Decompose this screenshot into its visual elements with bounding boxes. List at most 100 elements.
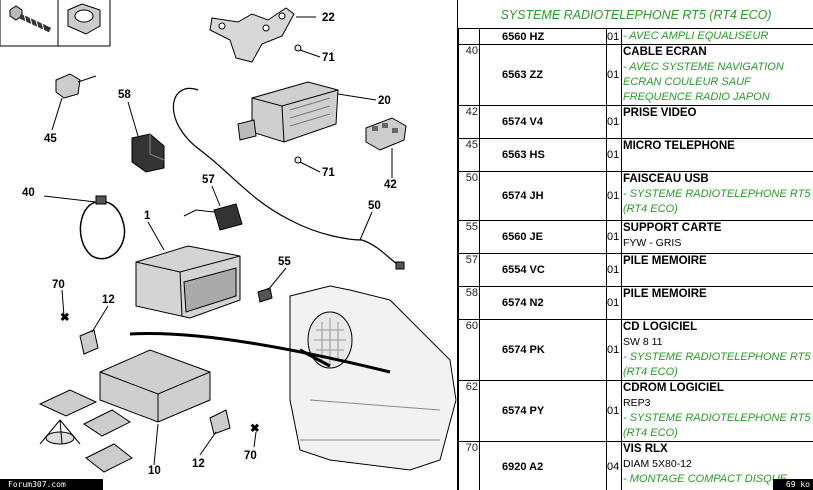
- part-code[interactable]: 6574 PY: [479, 380, 607, 442]
- callout-70-left: 70: [52, 279, 65, 291]
- callout-1: 1: [144, 210, 151, 222]
- part-memory-battery-58: [131, 133, 165, 173]
- panel-title: SYSTEME RADIOTELEPHONE RT5 (RT4 ECO): [500, 8, 772, 22]
- callout-71-top: 71: [322, 52, 335, 64]
- part-description: SUPPORT CARTE FYW - GRIS: [621, 220, 813, 254]
- part-code[interactable]: 6563 HS: [479, 138, 607, 172]
- part-screen-cable: [79, 200, 126, 260]
- nut-thumbnail: [57, 0, 111, 47]
- row-ref: 45: [458, 138, 480, 172]
- part-description: - AVEC AMPLI EQUALISEUR: [621, 28, 813, 45]
- quantity: 01: [606, 44, 622, 106]
- part-software-media: [38, 389, 133, 473]
- parts-list-panel: SYSTEME RADIOTELEPHONE RT5 (RT4 ECO) 656…: [457, 0, 813, 490]
- callout-58: 58: [118, 89, 131, 101]
- part-navigation-unit: [237, 81, 339, 143]
- description-name: PRISE VIDEO: [623, 107, 697, 119]
- quantity: 01: [606, 380, 622, 442]
- description-note: - MONTAGE COMPACT DISQUE: [623, 473, 787, 485]
- part-code[interactable]: 6574 V4: [479, 105, 607, 139]
- part-code[interactable]: 6560 JE: [479, 220, 607, 254]
- description-info: SW 8 11: [623, 336, 663, 348]
- description-info: DIAM 5X80-12: [623, 458, 692, 470]
- image-size-badge: 69 ko: [773, 479, 813, 490]
- part-code[interactable]: 6574 PK: [479, 319, 607, 381]
- part-bracket-12-left: [79, 329, 99, 355]
- description-info: REP3: [623, 397, 651, 409]
- callout-55: 55: [278, 256, 291, 268]
- part-description: CABLE ECRAN- AVEC SYSTEME NAVIGATION ECR…: [621, 44, 813, 106]
- part-code[interactable]: 6560 HZ: [479, 28, 607, 45]
- description-name: CD LOGICIEL: [623, 321, 698, 333]
- part-video-socket: [365, 117, 407, 151]
- part-description: PILE MEMOIRE: [621, 286, 813, 320]
- callout-57: 57: [202, 174, 215, 186]
- part-code[interactable]: 6920 A2: [479, 441, 607, 490]
- part-microphone: [55, 73, 97, 99]
- part-description: CD LOGICIEL SW 8 11 - SYSTEME RADIOTELEPHO…: [621, 319, 813, 381]
- part-code[interactable]: 6574 JH: [479, 171, 607, 221]
- callout-42: 42: [384, 179, 397, 191]
- part-code[interactable]: 6574 N2: [479, 286, 607, 320]
- callout-50: 50: [368, 200, 381, 212]
- callout-12-left: 12: [102, 294, 115, 306]
- part-description: FAISCEAU USB - SYSTEME RADIOTELEPHONE RT5…: [621, 171, 813, 221]
- quantity: 01: [606, 253, 622, 287]
- part-bracket: [209, 7, 302, 164]
- callout-22: 22: [322, 12, 335, 24]
- description-name: CABLE ECRAN: [623, 46, 707, 58]
- part-code[interactable]: 6554 VC: [479, 253, 607, 287]
- part-code[interactable]: 6563 ZZ: [479, 44, 607, 106]
- row-ref: 40: [458, 44, 480, 106]
- quantity: 01: [606, 319, 622, 381]
- quantity: 01: [606, 105, 622, 139]
- quantity: 01: [606, 286, 622, 320]
- description-name: SUPPORT CARTE: [623, 222, 722, 234]
- callout-curve: [129, 332, 391, 374]
- part-description: PRISE VIDEO: [621, 105, 813, 139]
- description-name: VIS RLX: [623, 443, 668, 455]
- description-note: - SYSTEME RADIOTELEPHONE RT5 (RT4 ECO): [623, 351, 811, 378]
- quantity: 01: [606, 28, 622, 45]
- part-dashboard-assembly: [289, 285, 457, 471]
- parts-diagram: ✖ ✖ 22 71 20 71 5: [0, 0, 457, 477]
- svg-text:✖: ✖: [60, 312, 70, 324]
- description-name: FAISCEAU USB: [623, 173, 709, 185]
- part-description: PILE MEMOIRE: [621, 253, 813, 287]
- row-ref: 60: [458, 319, 480, 381]
- quantity: 04: [606, 441, 622, 490]
- quantity: 01: [606, 171, 622, 221]
- callout-40: 40: [22, 187, 35, 199]
- part-memory-battery-57: [183, 203, 243, 231]
- part-usb-harness: [172, 87, 401, 267]
- description-note: - SYSTEME RADIOTELEPHONE RT5 (RT4 ECO): [623, 412, 811, 439]
- row-ref: [458, 28, 480, 45]
- part-description: MICRO TELEPHONE: [621, 138, 813, 172]
- screw-thumbnail: [0, 0, 59, 47]
- description-note: - AVEC AMPLI EQUALISEUR: [623, 30, 769, 42]
- description-note: - SYSTEME RADIOTELEPHONE RT5 (RT4 ECO): [623, 188, 811, 215]
- part-card-support: [257, 287, 273, 303]
- part-radio: [135, 245, 241, 319]
- part-bracket-12-right: [209, 409, 231, 435]
- description-info: FYW - GRIS: [623, 237, 682, 249]
- callout-45: 45: [44, 133, 57, 145]
- description-name: CDROM LOGICIEL: [623, 382, 724, 394]
- row-ref: 70: [458, 441, 480, 490]
- part-module-10: [99, 349, 211, 423]
- row-ref: 62: [458, 380, 480, 442]
- description-name: PILE MEMOIRE: [623, 288, 707, 300]
- quantity: 01: [606, 138, 622, 172]
